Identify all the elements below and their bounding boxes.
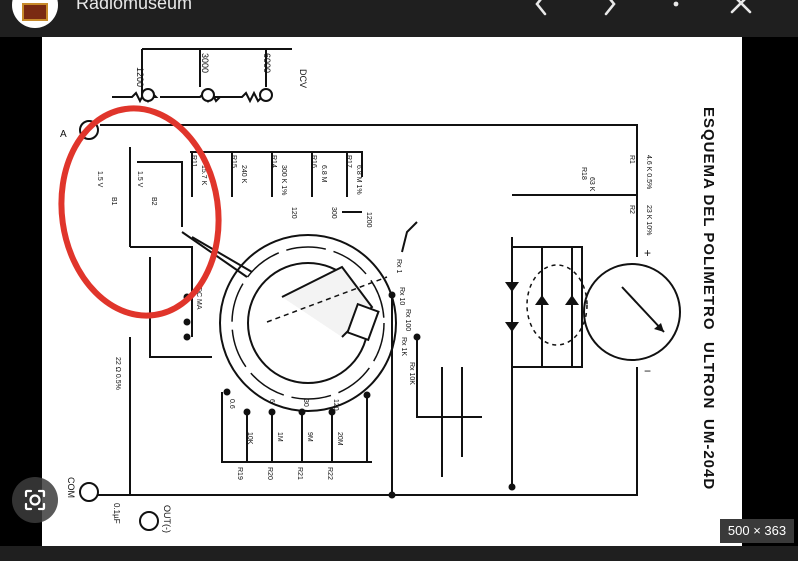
resistor-value-r18: 63 K bbox=[588, 177, 595, 192]
viewer-top-bar: Radiomuseum bbox=[0, 0, 798, 37]
meter-minus: − bbox=[644, 364, 651, 378]
meter-plus: + bbox=[644, 246, 651, 260]
terminal-a-label: A bbox=[60, 129, 67, 140]
range-6000: 6000 bbox=[262, 53, 272, 73]
resistor-r1-value: 23 K 10% bbox=[645, 205, 652, 235]
switch-rx10k: Rx 10K bbox=[408, 362, 415, 385]
resistor-value-r11: 15.7 K bbox=[200, 165, 207, 186]
resistor-value-r15: 240 K bbox=[240, 165, 247, 184]
image-size-badge: 500 × 363 bbox=[720, 519, 794, 543]
resistor-value-r17: 6.8 M 1% bbox=[355, 165, 362, 195]
resistor-r2-label: R2 bbox=[628, 205, 635, 214]
resistor-r2-value: 4.6 K 0.5% bbox=[645, 155, 652, 189]
range-6: 6 bbox=[268, 399, 275, 403]
dcma-label: DC MA bbox=[195, 287, 202, 310]
radio-logo-icon bbox=[22, 3, 48, 21]
forward-arrow-icon[interactable] bbox=[596, 0, 624, 18]
back-arrow-icon[interactable] bbox=[527, 0, 555, 18]
switch-rx100: Rx 100 bbox=[404, 309, 411, 331]
rotary-switch bbox=[219, 234, 397, 412]
resistor-value-r21: 9M bbox=[306, 432, 313, 442]
resistor-value-r19: 10K bbox=[246, 432, 253, 445]
diodes bbox=[505, 282, 579, 332]
left-resistor-value: 22 Ω 0.5% bbox=[114, 357, 121, 390]
terminal-com bbox=[79, 482, 99, 502]
google-lens-button[interactable] bbox=[12, 477, 58, 523]
bottom-strip bbox=[0, 546, 798, 561]
resistor-r15: R15 bbox=[230, 155, 237, 168]
more-vert-icon[interactable] bbox=[662, 0, 690, 18]
schematic-title: ESQUEMA DEL POLIMETRO bbox=[700, 107, 717, 331]
terminal-out bbox=[139, 511, 159, 531]
site-favicon[interactable] bbox=[12, 0, 58, 28]
resistor-value-r16: 6.8 M bbox=[320, 165, 327, 183]
resistor-value-r22: 20M bbox=[336, 432, 343, 446]
switch-rx1: Rx 1 bbox=[395, 259, 402, 274]
capacitor-label: 0.1µF bbox=[112, 503, 121, 524]
out-label: OUT(-) bbox=[162, 505, 172, 533]
battery-b2-voltage: 1.5 V bbox=[136, 171, 143, 188]
polimetro-schematic: 1200 3000 6000 DCV R11 R15 R14 R16 R17 R… bbox=[58, 48, 717, 533]
resistor-r16: R16 bbox=[310, 155, 317, 168]
range-30: 30 bbox=[302, 399, 309, 407]
image-viewer: 1200 3000 6000 DCV R11 R15 R14 R16 R17 R… bbox=[0, 37, 798, 546]
site-title[interactable]: Radiomuseum bbox=[76, 0, 193, 13]
lens-icon bbox=[24, 489, 46, 511]
range-0-6: 0.6 bbox=[228, 399, 235, 409]
resistor-r1-label: R1 bbox=[628, 155, 635, 164]
resistor-value-r14: 300 K 1% bbox=[280, 165, 287, 195]
resistor-r20: R20 bbox=[266, 467, 273, 480]
range-3000: 3000 bbox=[200, 53, 210, 73]
schematic-image[interactable]: 1200 3000 6000 DCV R11 R15 R14 R16 R17 R… bbox=[42, 37, 742, 546]
resistor-r19: R19 bbox=[236, 467, 243, 480]
close-icon[interactable] bbox=[727, 0, 755, 18]
highlight-circle bbox=[58, 105, 222, 319]
switch-rx1k: Rx 1K bbox=[400, 337, 407, 356]
range-1200: 1200 bbox=[135, 67, 145, 87]
range-120-bottom: 120 bbox=[332, 399, 339, 411]
resistor-r17: R17 bbox=[345, 155, 352, 168]
schematic-brand: ULTRON bbox=[700, 342, 717, 409]
com-label: COM bbox=[66, 477, 76, 498]
resistor-r22: R22 bbox=[326, 467, 333, 480]
range-300: 300 bbox=[330, 207, 337, 219]
meter bbox=[583, 263, 681, 361]
resistor-value-r20: 1M bbox=[276, 432, 283, 442]
schematic-model: UM-204D bbox=[700, 419, 717, 490]
battery-b2-label: B2 bbox=[150, 197, 157, 206]
resistor-r21: R21 bbox=[296, 467, 303, 480]
range-120: 120 bbox=[290, 207, 297, 219]
resistor-r18: R18 bbox=[580, 167, 587, 180]
range-1200-mid: 1200 bbox=[365, 212, 372, 228]
resistor-r11: R11 bbox=[190, 155, 197, 167]
battery-b1-voltage: 1.5 V bbox=[96, 171, 103, 188]
switch-rx10: Rx 10 bbox=[398, 287, 405, 305]
resistor-r14: R14 bbox=[270, 155, 277, 168]
dcv-label: DCV bbox=[298, 69, 308, 88]
battery-b1-label: B1 bbox=[110, 197, 117, 206]
